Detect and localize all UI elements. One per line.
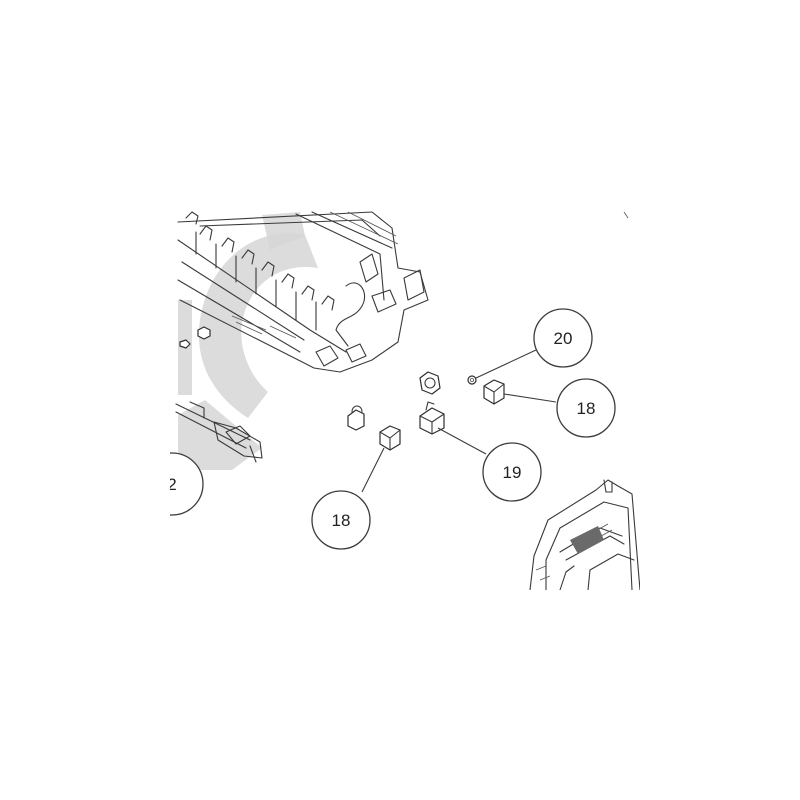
callout-19: 19 — [482, 442, 542, 502]
small-nut — [197, 326, 211, 340]
stray-mark — [623, 211, 629, 219]
lower-rod-assembly — [175, 401, 263, 463]
callout-label-2: 2 — [167, 475, 176, 494]
small-clip — [179, 339, 191, 349]
leader-18-right — [503, 393, 557, 403]
callout-20: 20 — [533, 308, 593, 368]
callout-label-19: 19 — [503, 463, 522, 482]
callout-18-right: 18 — [556, 378, 616, 438]
callout-label-18-left: 18 — [332, 511, 351, 530]
callout-18-left: 18 — [311, 490, 371, 550]
part-18-left-block — [379, 425, 401, 451]
part-20-nut — [467, 375, 477, 385]
part-19-bracket — [419, 401, 445, 435]
part-knob — [419, 371, 441, 395]
callout-2: 2 — [167, 452, 204, 516]
part-18-right-block — [483, 379, 505, 405]
leader-18-left — [361, 447, 385, 493]
leader-19 — [437, 427, 487, 455]
part-clip-center — [347, 405, 365, 431]
main-frame-assembly — [177, 211, 429, 373]
callout-label-20: 20 — [554, 329, 573, 348]
lower-right-housing — [529, 479, 640, 590]
callout-label-18-right: 18 — [577, 399, 596, 418]
leader-20 — [475, 349, 537, 379]
